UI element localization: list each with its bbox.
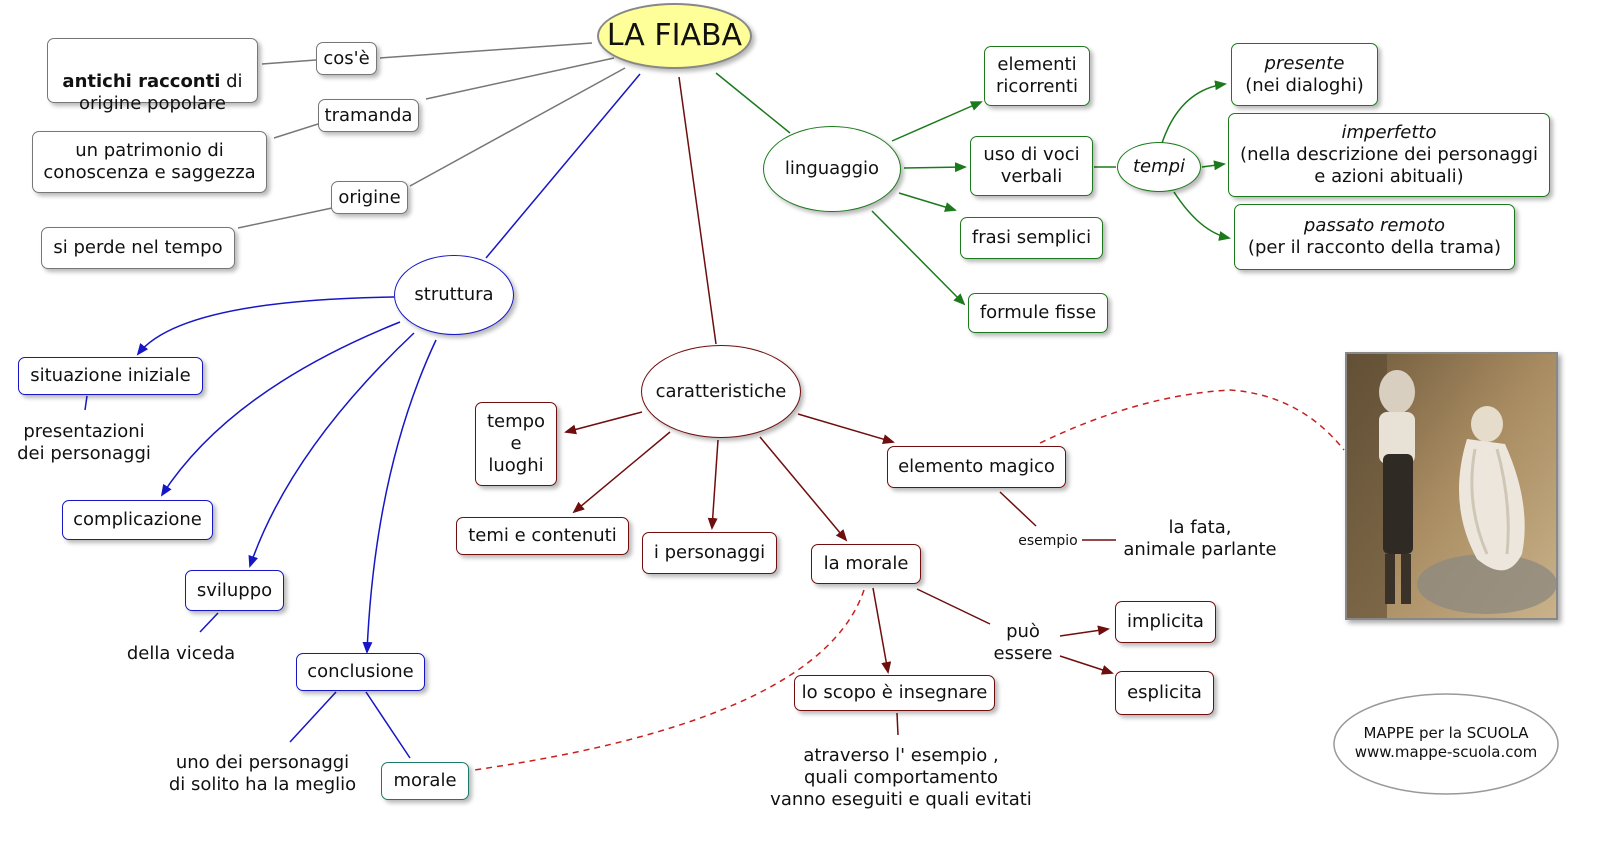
text-esempio: esempio: [1018, 533, 1078, 549]
text-puo-essere: può essere: [993, 621, 1053, 664]
text-presentazioni: presentazioni dei personaggi: [17, 421, 151, 464]
credit-bubble: [1333, 693, 1559, 795]
dashed-links: [473, 389, 1345, 771]
node-tempo-e-luoghi: tempo e luoghi: [475, 402, 557, 486]
node-patrimonio: un patrimonio di conoscenza e saggezza: [32, 131, 267, 193]
fairy-tale-illustration: [1345, 352, 1558, 620]
node-struttura: struttura: [394, 255, 514, 335]
credit-text: MAPPE per la SCUOLA www.mappe-scuola.com: [1354, 724, 1538, 761]
imperfetto-label: imperfetto: [1341, 122, 1437, 143]
node-tempi: tempi: [1117, 142, 1201, 192]
node-linguaggio: linguaggio: [763, 126, 901, 212]
map-title: LA FIABA: [597, 3, 752, 69]
node-imperfetto: imperfetto (nella descrizione dei person…: [1228, 113, 1550, 197]
node-cose: cos'è: [316, 42, 377, 75]
node-morale: morale: [381, 762, 469, 800]
red-links: [564, 76, 1116, 736]
node-passato-remoto: passato remoto (per il racconto della tr…: [1234, 204, 1515, 270]
text-uno-dei-personaggi: uno dei personaggi di solito ha la megli…: [168, 752, 357, 795]
gray-links: [237, 42, 626, 229]
node-conclusione: conclusione: [296, 653, 425, 691]
antichi-rest: di origine popolare: [78, 71, 243, 114]
node-frasi-semplici: frasi semplici: [960, 217, 1103, 259]
node-esplicita: esplicita: [1115, 671, 1214, 715]
antichi-bold: antichi racconti: [62, 71, 221, 92]
node-antichi-racconti: antichi racconti di origine popolare: [47, 38, 258, 114]
node-tramanda: tramanda: [318, 99, 419, 132]
node-i-personaggi: i personaggi: [642, 532, 777, 574]
node-uso-di-voci-verbali: uso di voci verbali: [970, 136, 1093, 196]
passato-sub: (per il racconto della trama): [1247, 237, 1502, 258]
node-lo-scopo: lo scopo è insegnare: [794, 675, 995, 711]
green-links: [715, 72, 1231, 306]
text-attraverso-esempio: atraverso l' esempio , quali comportamen…: [770, 745, 1032, 810]
node-presente: presente (nei dialoghi): [1231, 43, 1378, 106]
imperfetto-sub: (nella descrizione dei personaggi e azio…: [1240, 144, 1538, 187]
blue-links: [84, 73, 641, 759]
node-temi-e-contenuti: temi e contenuti: [456, 517, 629, 555]
node-complicazione: complicazione: [62, 500, 213, 540]
text-la-fata: la fata, animale parlante: [1123, 517, 1277, 560]
node-sviluppo: sviluppo: [185, 570, 284, 611]
node-la-morale: la morale: [811, 544, 921, 584]
presente-sub: (nei dialoghi): [1245, 74, 1364, 96]
node-origine: origine: [331, 181, 408, 214]
node-implicita: implicita: [1115, 601, 1216, 643]
node-si-perde: si perde nel tempo: [41, 227, 235, 269]
passato-label: passato remoto: [1303, 215, 1446, 236]
illustration-art: [1347, 354, 1557, 618]
node-elemento-magico: elemento magico: [887, 446, 1066, 488]
node-caratteristiche: caratteristiche: [641, 345, 801, 438]
text-della-viceda: della viceda: [126, 643, 236, 664]
node-elementi-ricorrenti: elementi ricorrenti: [984, 46, 1090, 106]
node-situazione-iniziale: situazione iniziale: [18, 357, 203, 395]
node-formule-fisse: formule fisse: [968, 293, 1108, 333]
presente-label: presente: [1264, 52, 1345, 74]
